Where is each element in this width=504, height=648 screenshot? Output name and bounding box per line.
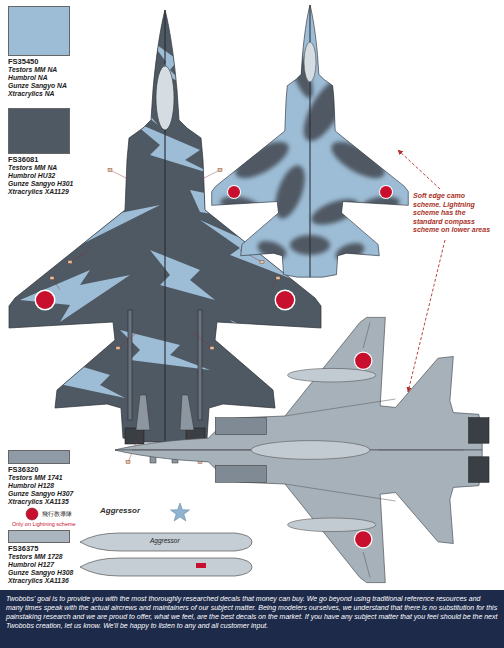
camo-patch	[326, 135, 390, 186]
paint-reference: Xtracrylics XA1135	[8, 498, 69, 506]
stencil-leaders	[50, 169, 280, 464]
leader-line	[52, 278, 60, 290]
nozzles	[469, 418, 489, 483]
camo-patch	[282, 39, 318, 101]
outline	[310, 5, 408, 277]
lightning-streak	[20, 270, 130, 322]
paint-reference: Testors MM 1741	[8, 474, 63, 482]
aggressor-star	[171, 503, 190, 521]
paint-chip	[8, 108, 70, 154]
lightning-streak	[40, 200, 160, 250]
fs-number: FS36320	[8, 466, 38, 474]
note-leader	[398, 150, 445, 392]
drop-tank	[80, 558, 252, 576]
fs-number: FS35450	[8, 58, 38, 66]
roundel	[35, 290, 296, 311]
camo-patch	[333, 239, 367, 264]
stencil-decal	[108, 169, 112, 172]
top-view-soft-edge	[212, 5, 409, 277]
tank-marking	[196, 563, 206, 568]
fuel-tanks	[251, 368, 376, 531]
stencil-decal	[50, 277, 54, 280]
leader-line	[270, 278, 278, 290]
stencil-decal	[68, 261, 72, 264]
airframe	[9, 10, 165, 442]
camo-patch	[219, 194, 261, 217]
camo-patch	[308, 194, 362, 230]
unit-badge	[26, 508, 38, 520]
stencil-decal	[126, 461, 130, 464]
paint-reference: Gunze Sangyo H307	[8, 490, 73, 498]
paint-reference: Humbrol H127	[8, 561, 54, 569]
fs-number: FS36375	[8, 545, 38, 553]
paint-chip	[8, 530, 70, 543]
lightning-streak	[230, 320, 320, 375]
airframe	[310, 5, 408, 277]
drop-tank	[80, 533, 252, 551]
canopy	[156, 66, 174, 130]
lightning-streak	[150, 250, 215, 300]
leader-line	[190, 330, 212, 348]
paint-reference: Humbrol NA	[8, 74, 48, 82]
camo-patch	[269, 162, 311, 223]
paint-chip	[8, 450, 70, 464]
paint-reference: Gunze Sangyo H301	[8, 180, 73, 188]
paint-reference: Gunze Sangyo H308	[8, 569, 73, 577]
paint-reference: Testors MM NA	[8, 164, 57, 172]
stencil-decal	[260, 261, 264, 264]
paint-reference: Gunze Sangyo NA	[8, 82, 67, 90]
roundel	[227, 185, 393, 199]
caption: Twobobs' goal is to provide you with the…	[6, 594, 498, 630]
scheme-note: Only on Lightning scheme	[12, 521, 76, 527]
leader-line	[118, 330, 140, 348]
airframe	[212, 5, 310, 277]
tank-marking: Aggressor	[150, 537, 180, 544]
outline	[212, 5, 310, 277]
paint-reference: Xtracrylics XA1129	[8, 188, 69, 196]
footer-band: Twobobs' goal is to provide you with the…	[0, 590, 504, 648]
paint-reference: Xtracrylics NA	[8, 90, 54, 98]
stencil-decal	[116, 347, 120, 350]
unit-name: 飛行教導隊	[42, 510, 72, 519]
canopy	[304, 42, 316, 82]
lightning-streak	[110, 60, 158, 125]
aggressor-text: Aggressor	[100, 506, 140, 515]
paint-reference: Testors MM 1728	[8, 553, 63, 561]
paint-chip	[8, 6, 70, 56]
leader-line	[110, 170, 130, 180]
paint-reference: Humbrol H128	[8, 482, 54, 490]
stencil-decal	[218, 169, 222, 172]
camo-patch	[359, 194, 401, 217]
paint-reference: Xtracrylics XA1136	[8, 577, 69, 585]
paint-reference: Humbrol HU32	[8, 172, 55, 180]
fs-number: FS36081	[8, 156, 38, 164]
leader-line	[200, 170, 220, 180]
lower-view	[115, 317, 489, 582]
camo-patch	[255, 237, 289, 262]
camo-patch	[295, 73, 354, 148]
stencil-decal	[276, 277, 280, 280]
lightning-streak	[50, 360, 125, 398]
roundel	[354, 351, 373, 548]
paint-reference: Testors MM NA	[8, 66, 57, 74]
stencil-decal	[210, 347, 214, 350]
airframe	[115, 317, 482, 450]
scheme-note: Soft edge camo scheme. Lightning scheme …	[413, 192, 495, 235]
leader-line	[70, 250, 90, 262]
outline	[9, 10, 165, 442]
